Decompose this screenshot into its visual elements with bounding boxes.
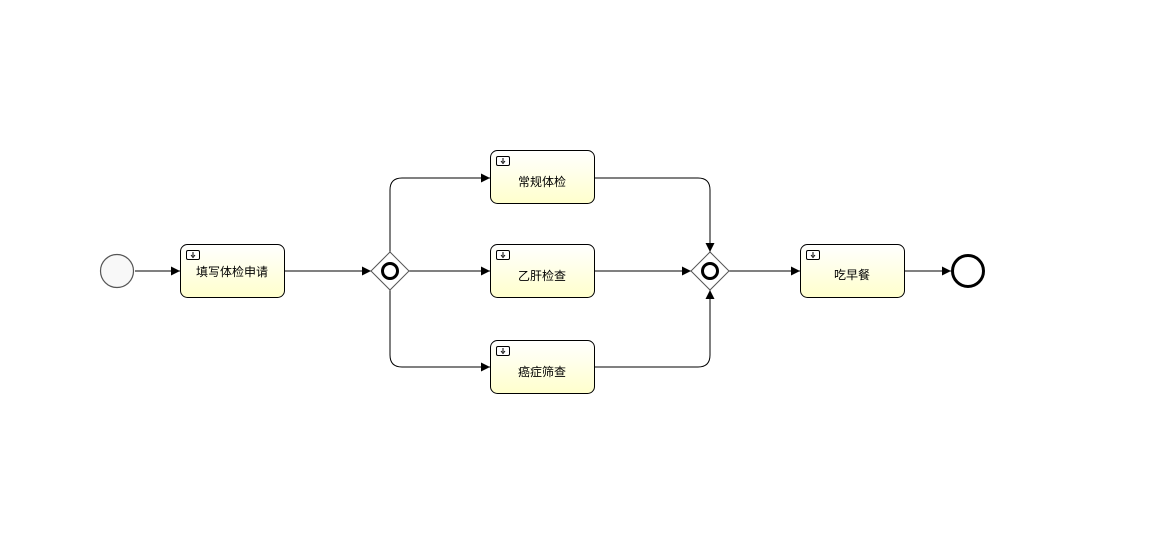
task-eat-breakfast[interactable]: 吃早餐 (800, 244, 905, 298)
task-box (180, 244, 285, 298)
inclusive-gateway-icon (381, 262, 399, 280)
gateway-join[interactable] (690, 251, 730, 291)
flow-split-to-cancer[interactable] (389, 290, 490, 372)
task-fill-application[interactable]: 填写体检申请 (180, 244, 285, 298)
task-label: 常规体检 (518, 174, 566, 189)
task-box (490, 244, 595, 298)
task-cancer-screening[interactable]: 癌症筛查 (490, 340, 595, 394)
user-task-icon (496, 346, 510, 356)
gateway-split[interactable] (370, 251, 410, 291)
sequence-flows (135, 173, 951, 372)
task-routine-exam[interactable]: 常规体检 (490, 150, 595, 204)
gateway-diamond (370, 251, 410, 291)
start-event-circle (99, 253, 135, 289)
task-label: 癌症筛查 (518, 364, 566, 379)
flow-cancer-to-join[interactable] (595, 290, 715, 368)
user-task-icon (186, 250, 200, 260)
task-box (800, 244, 905, 298)
flow-split-to-routine[interactable] (389, 173, 490, 252)
gateway-diamond (690, 251, 730, 291)
user-task-icon (496, 156, 510, 166)
task-label: 吃早餐 (834, 267, 870, 282)
task-label: 乙肝检查 (518, 268, 566, 283)
user-task-icon (806, 250, 820, 260)
start-event[interactable] (99, 253, 135, 289)
task-box (490, 150, 595, 204)
flow-routine-to-join[interactable] (595, 177, 715, 252)
end-event-circle (951, 254, 985, 288)
task-label: 填写体检申请 (196, 264, 268, 279)
user-task-icon (496, 250, 510, 260)
task-hepatitis-b-check[interactable]: 乙肝检查 (490, 244, 595, 298)
inclusive-gateway-icon (701, 262, 719, 280)
end-event[interactable] (951, 254, 985, 288)
task-box (490, 340, 595, 394)
